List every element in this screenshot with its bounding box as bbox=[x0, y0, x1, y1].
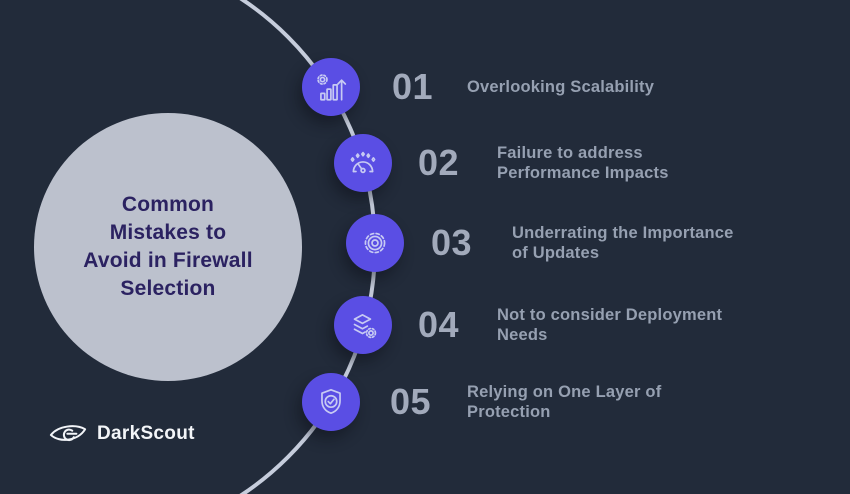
step-title-line: Overlooking Scalability bbox=[467, 78, 655, 96]
settings-gear-icon bbox=[364, 232, 386, 254]
step-title-line: of Updates bbox=[512, 244, 600, 262]
step-number: 02 bbox=[418, 142, 460, 183]
step-number: 04 bbox=[418, 304, 460, 345]
deployment-layers-gear-icon bbox=[353, 314, 377, 339]
performance-gauge-icon bbox=[350, 151, 376, 174]
step-title-line: Protection bbox=[467, 403, 551, 421]
step-title: Relying on One Layer of Protection bbox=[467, 382, 661, 422]
brand-name: DarkScout bbox=[97, 423, 195, 444]
step-title-line: Needs bbox=[497, 326, 548, 344]
item-icon-circle bbox=[302, 58, 360, 116]
step-title: Failure to address Performance Impacts bbox=[497, 143, 669, 183]
item-icon-circle bbox=[302, 373, 360, 431]
step-title: Underrating the Importance of Updates bbox=[512, 223, 734, 263]
title-line: Avoid in Firewall bbox=[83, 249, 253, 272]
darkscout-eye-icon bbox=[49, 425, 87, 442]
page-title: Common Mistakes to Avoid in Firewall Sel… bbox=[83, 191, 252, 303]
item-icon-circle bbox=[334, 134, 392, 192]
title-line: Selection bbox=[120, 277, 216, 300]
title-circle: Common Mistakes to Avoid in Firewall Sel… bbox=[34, 113, 302, 381]
step-title-line: Underrating the Importance bbox=[512, 224, 734, 242]
title-line: Mistakes to bbox=[109, 221, 227, 244]
step-title: Not to consider Deployment Needs bbox=[497, 305, 722, 345]
step-title-line: Performance Impacts bbox=[497, 164, 669, 182]
growth-chart-gear-icon bbox=[317, 74, 347, 101]
shield-check-icon bbox=[321, 388, 341, 415]
step-title-line: Failure to address bbox=[497, 144, 643, 162]
step-number: 01 bbox=[392, 66, 434, 107]
title-line: Common bbox=[121, 193, 215, 216]
item-icon-circle bbox=[346, 214, 404, 272]
item-icon-circle bbox=[334, 296, 392, 354]
step-number: 05 bbox=[390, 381, 432, 422]
step-title-line: Relying on One Layer of bbox=[467, 383, 662, 401]
step-title: Overlooking Scalability bbox=[467, 77, 654, 97]
brand-logo: DarkScout bbox=[48, 420, 195, 448]
step-title-line: Not to consider Deployment bbox=[497, 306, 723, 324]
step-number: 03 bbox=[431, 222, 473, 263]
